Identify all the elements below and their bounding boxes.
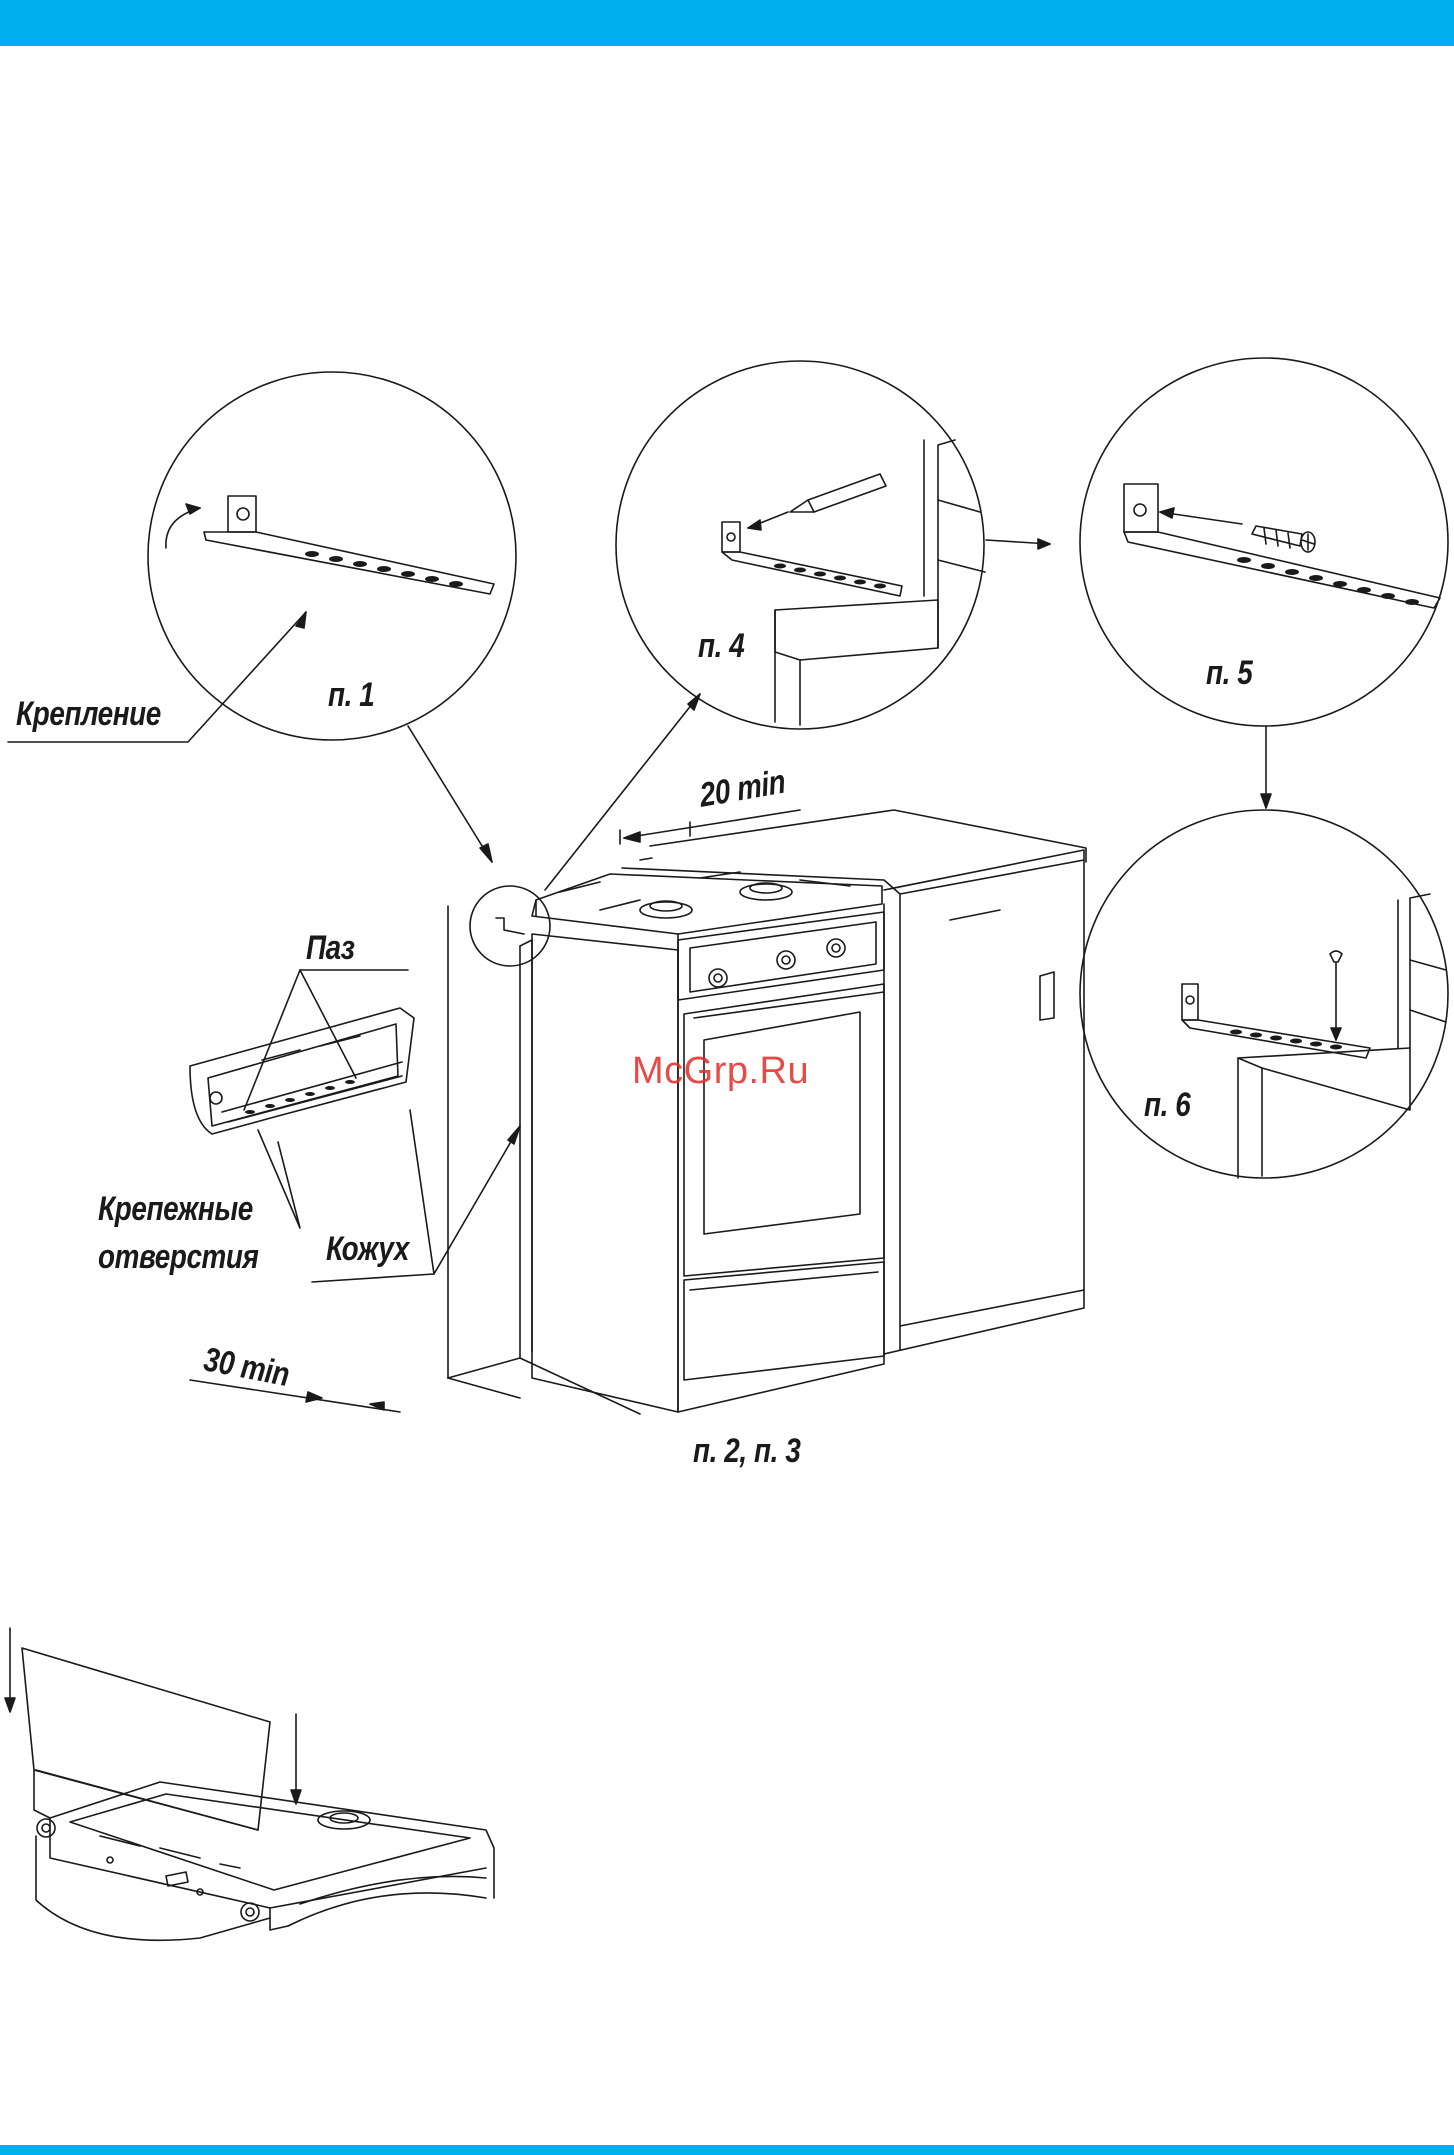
label-mounting-holes-1: Крепежные (98, 1190, 253, 1229)
label-step-1: п. 1 (328, 676, 374, 715)
label-groove: Паз (306, 929, 355, 968)
detail-circle-step-5 (1080, 358, 1448, 726)
label-step-6: п. 6 (1144, 1086, 1190, 1125)
label-fastener: Крепление (16, 695, 161, 734)
label-step-5: п. 5 (1206, 654, 1252, 693)
cooktop-lid-detail (5, 1628, 494, 1940)
detail-circle-step-6 (1080, 810, 1448, 1178)
detail-circle-step-4 (616, 361, 985, 729)
label-casing: Кожух (326, 1230, 409, 1269)
label-step-2-3: п. 2, п. 3 (693, 1432, 800, 1471)
label-mounting-holes-2: отверстия (98, 1238, 259, 1277)
watermark: McGrp.Ru (632, 1050, 809, 1093)
bottom-color-band (0, 2145, 1454, 2155)
main-stove-assembly (190, 810, 1086, 1414)
label-step-4: п. 4 (698, 627, 744, 666)
